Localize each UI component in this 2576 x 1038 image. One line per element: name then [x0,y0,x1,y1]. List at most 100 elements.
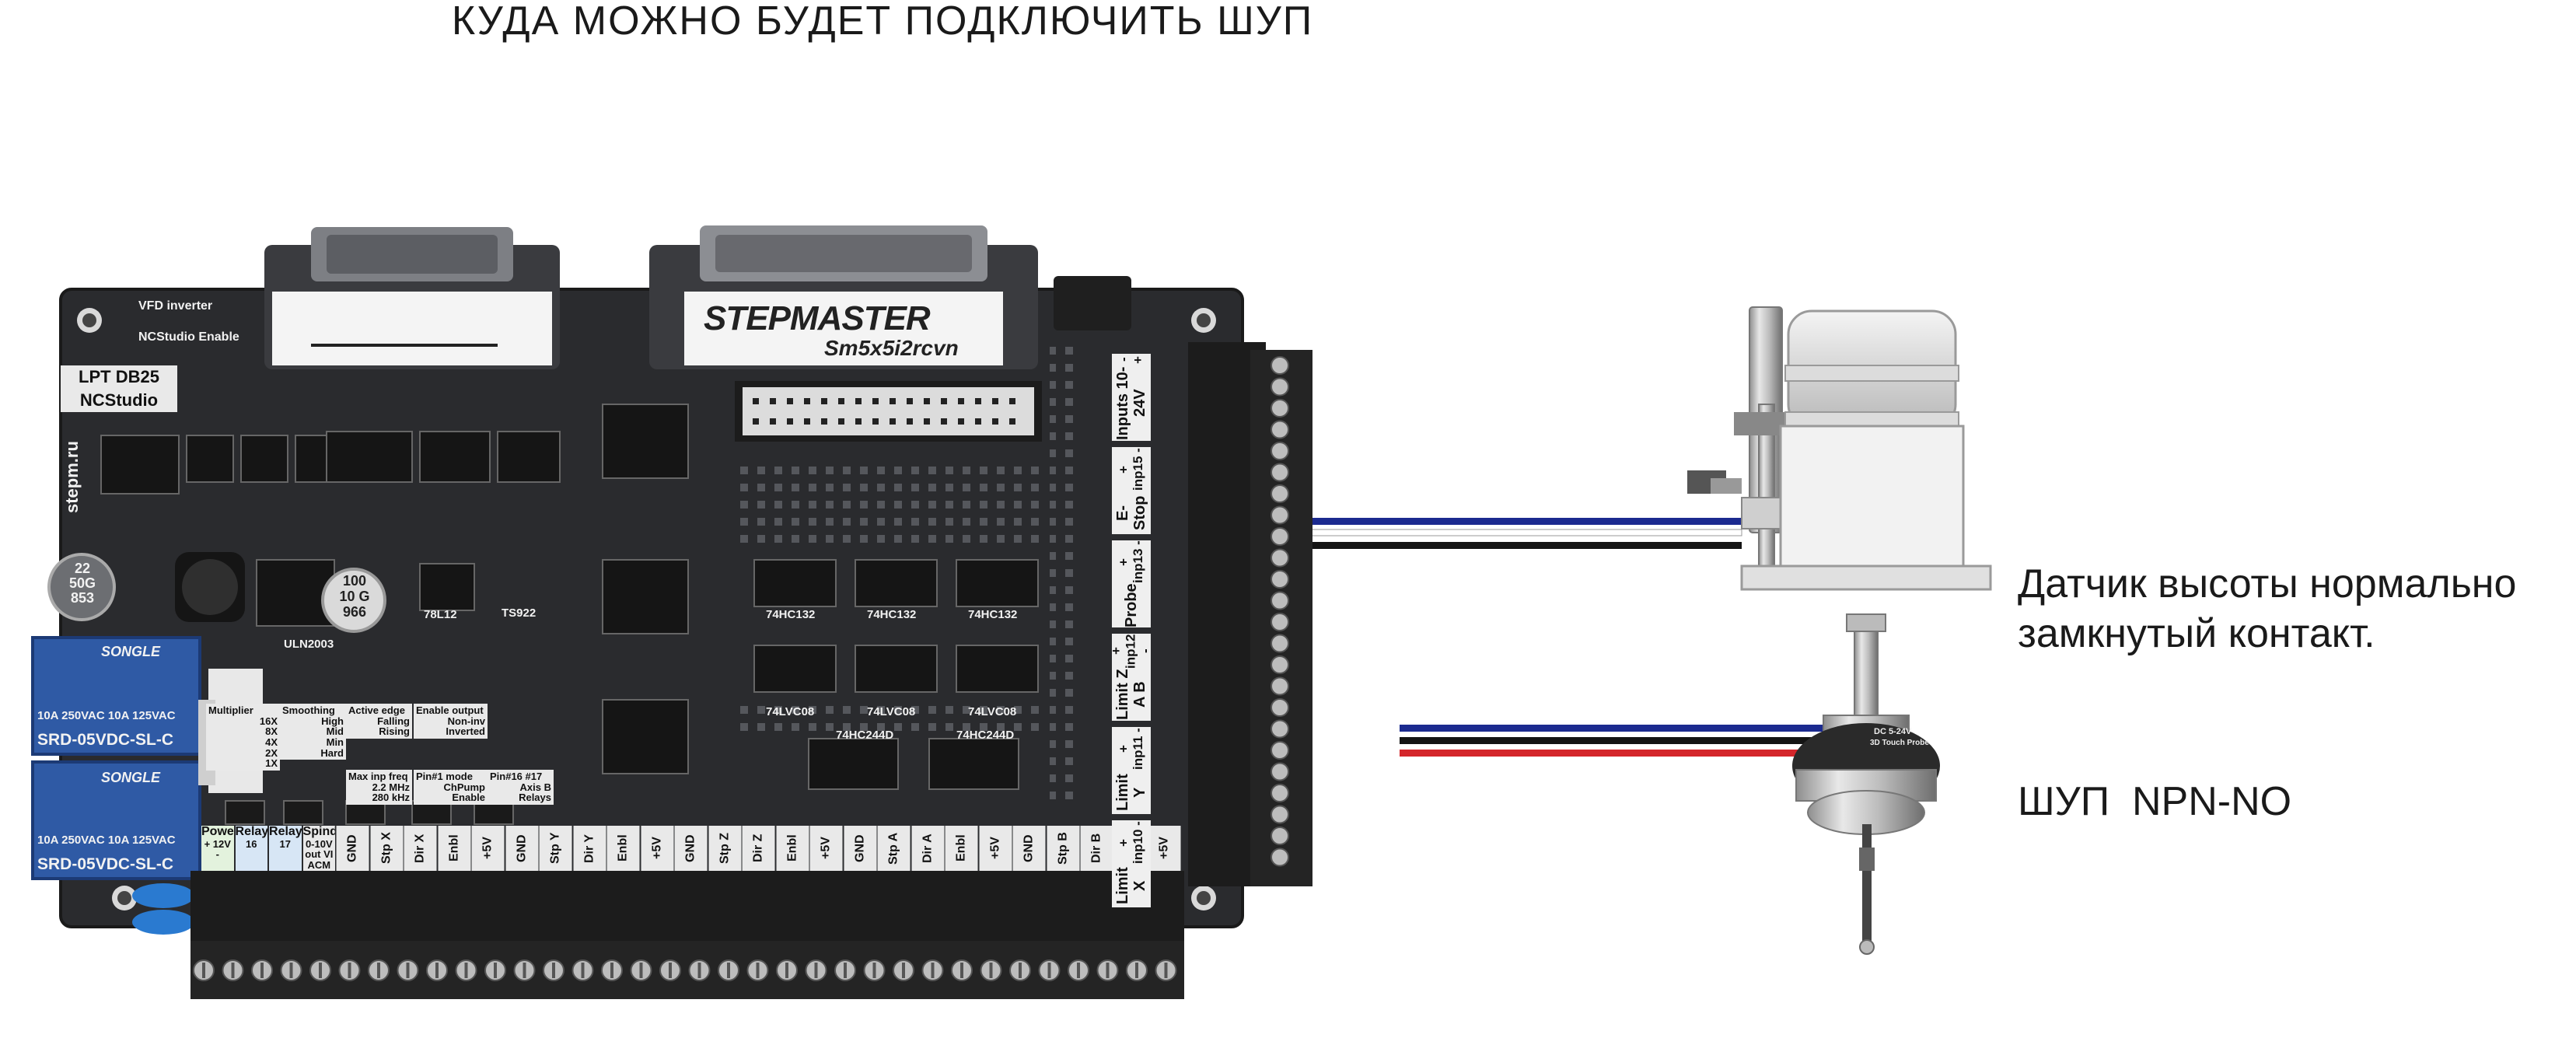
bottom-terminal-label: Stp Y [540,826,572,871]
side-terminal-sub: + inp11 - [1116,728,1145,771]
chip-label: 74LVC08 [766,705,815,718]
side-terminal-block [1188,342,1312,886]
side-terminal-title: Limit Y [1114,774,1148,812]
probe-wire-black [1400,737,1835,744]
switch-table-row: 8X [265,725,278,738]
switch-table-row: Enable [452,792,485,804]
side-terminal-screw [1271,762,1289,781]
terminal-title: Relay [235,826,268,838]
screw-slot [639,963,643,978]
switch-table-row: Min [326,736,344,748]
side-terminal-screw [1271,848,1289,867]
chip-label: 74LVC08 [968,705,1017,718]
screw-slot [872,963,876,978]
side-terminal-sub: + inp12 - [1108,634,1153,669]
bottom-terminal-label: Enbl [607,826,640,871]
side-terminal-screw [1271,420,1289,439]
bottom-terminal-label: Enbl [945,826,978,871]
chip-label: 74HC132 [766,608,816,621]
bottom-terminal-label: Dir Z [743,826,775,871]
screw-slot [697,963,701,978]
screw-slot [406,963,410,978]
height-sensor-caption-2: замкнутый контакт. [2018,611,2375,656]
relay2-spec: 10A 250VAC 10A 125VAC [37,834,176,847]
relay2-model: SRD-05VDC-SL-C [37,855,174,873]
screw-slot [669,963,672,978]
switch-table-title: Pin#16 #17 [490,771,543,782]
bottom-terminal-label: GND [675,826,708,871]
chip-label: 74HC132 [968,608,1018,621]
side-terminal-screw [1271,377,1289,397]
screw-slot [523,963,526,978]
side-terminal-screw [1271,505,1289,525]
screw-slot [464,963,468,978]
relay2-brand: SONGLE [101,770,161,785]
screw-slot [902,963,905,978]
side-terminal-title: Limit Z A B [1114,669,1148,721]
chip-label: 74HC244D [956,729,1015,742]
chip-label: 74LVC08 [867,705,916,718]
bottom-terminal-label: Dir B [1081,826,1113,871]
chip-label: 78L12 [424,608,457,621]
side-terminal-title: Inputs 10-24V [1114,366,1148,440]
bottom-terminal-label: Enbl [776,826,809,871]
screw-slot [1019,963,1022,978]
terminal-sub: 17 [279,837,292,850]
bottom-terminal-block [190,871,1184,999]
screw-slot [960,963,963,978]
bottom-terminal-label: +5V [810,826,843,871]
height-sensor-wires [1305,518,1742,549]
screw-slot [260,963,264,978]
switch-table-row: 16X [259,715,278,727]
wire-blue [1306,518,1742,525]
screw-slot [814,963,818,978]
wire-black [1306,542,1742,549]
side-terminal-screw [1271,613,1289,631]
switch-table-row: Rising [379,725,410,738]
chip-label: TS922 [502,606,537,620]
switch-table-row: Relays [519,792,551,804]
bottom-terminal-label: Dir Y [573,826,606,871]
side-terminal-screw [1271,719,1289,739]
side-terminal-screw [1271,484,1289,503]
screw-slot [348,963,351,978]
screw-slot [581,963,585,978]
screw-slot [202,963,205,978]
chip-label: 74HC132 [867,608,917,621]
switch-table-row: Inverted [446,725,485,738]
terminal-title: Relay [269,826,302,838]
relay1-model: SRD-05VDC-SL-C [37,731,174,749]
switch-table-row: Mid [326,725,344,738]
bottom-terminal-label: Power+ 12V - [201,826,234,871]
switch-table-row: Falling [377,715,410,727]
bottom-terminal-label: GND [337,826,369,871]
switch-table-title: Max inp freq [348,771,408,782]
probe-wires [1400,725,1835,757]
switch-table-row: 2.2 MHz [372,781,410,793]
side-terminal-screw [1271,527,1289,546]
side-terminal-label: Limit Z A B+ inp12 - [1108,634,1153,721]
side-terminal-screw [1271,463,1289,482]
screw-slot [844,963,847,978]
side-terminal-screw [1271,442,1289,460]
screw-slot [377,963,380,978]
screw-slot [989,963,993,978]
terminal-sub: + 12V - [204,837,231,861]
screw-slot [1164,963,1168,978]
ncstudio-enable-label: NCStudio Enable [138,330,239,344]
screw-slot [1106,963,1110,978]
switch-table-row: 280 kHz [372,792,410,804]
screw-slot [435,963,439,978]
cap2-label: 100 10 G 966 [339,573,370,620]
switch-table-row: High [321,715,344,727]
bottom-terminal-label: GND [1013,826,1046,871]
side-terminal-screw [1271,741,1289,760]
side-terminal-title: E-Stop [1114,495,1148,531]
